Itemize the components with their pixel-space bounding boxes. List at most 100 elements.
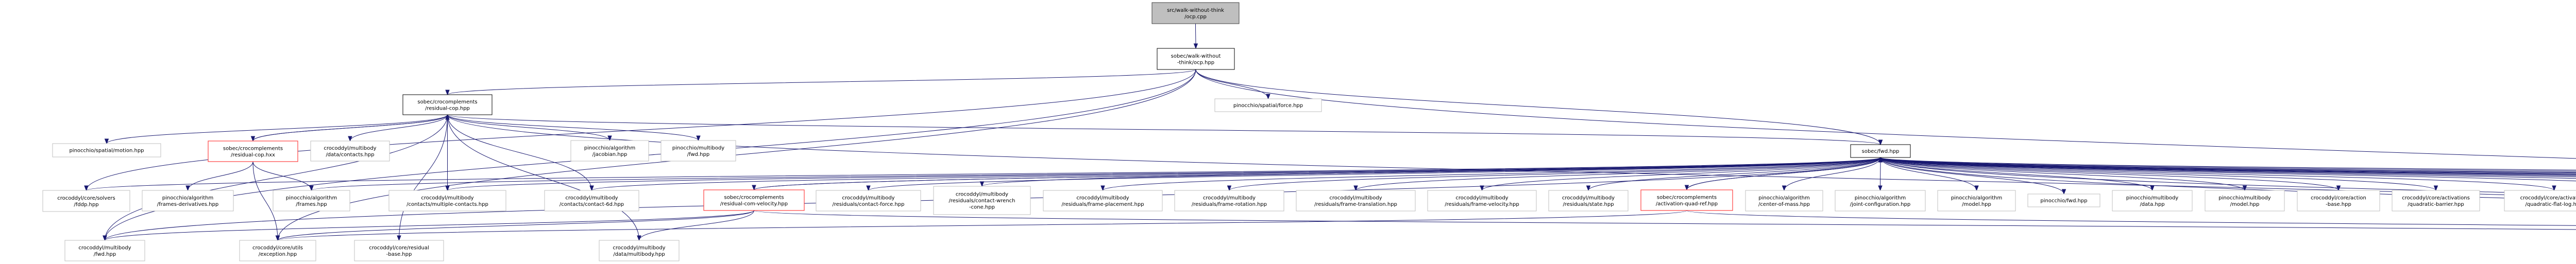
node-data-contacts-hpp[interactable]: crocoddyl/multibody/data/contacts.hpp [310,140,390,162]
edge-residual_cop_hpp-to-cm_fwd_hpp [105,114,448,241]
arrowhead-icon [1353,185,1358,191]
node-res-frame-velocity-hpp[interactable]: crocoddyl/multibody/residuals/frame-velo… [1427,190,1537,212]
node-box[interactable] [1043,190,1163,212]
node-box[interactable] [1296,190,1416,212]
node-label-line: /frames.hpp [296,202,327,207]
node-pin-mb-model-hpp[interactable]: pinocchio/multibody/model.hpp [2205,190,2285,212]
node-pin-mb-fwd-hpp[interactable]: pinocchio/multibody/fwd.hpp [660,140,736,162]
node-fddp-hpp[interactable]: crocoddyl/core/solvers/fddp.hpp [42,190,130,212]
node-box[interactable] [2504,190,2576,212]
node-label-line: /residuals/frame-velocity.hpp [1445,202,1519,207]
node-box[interactable] [599,240,680,261]
node-box[interactable] [273,190,350,212]
node-box[interactable] [1937,190,2016,212]
node-box[interactable] [2205,190,2285,212]
node-box[interactable] [816,190,921,212]
edge-sobec_fwd_hpp-to-cm_frames_hpp [1880,157,2576,173]
node-res-frame-placement-hpp[interactable]: crocoddyl/multibody/residuals/frame-plac… [1043,190,1163,212]
edge-activation_quad_ref_hpp-to-core_fwd_hpp [1686,210,2576,226]
node-box[interactable] [1427,190,1537,212]
node-box[interactable] [42,190,130,212]
node-box[interactable] [1151,2,1240,24]
node-quad-flat-log-hpp[interactable]: crocoddyl/core/activations/quadratic-fla… [2504,190,2576,212]
node-res-state-hpp[interactable]: crocoddyl/multibody/residuals/state.hpp [1548,190,1629,212]
node-residual-cop-hxx[interactable]: sobec/crocomplements/residual-cop.hxx [208,140,298,162]
node-pin-mb-data-hpp[interactable]: pinocchio/multibody/data.hpp [2112,190,2193,212]
node-ocp-cpp[interactable]: src/walk-without-think/ocp.cpp [1151,2,1240,24]
node-res-wrench-cone-hpp[interactable]: crocoddyl/multibody/residuals/contact-wr… [933,186,1031,215]
edge-ocp_hpp-to-sobec_fwd_hpp [1195,69,1881,145]
node-res-contact-force-hpp[interactable]: crocoddyl/multibody/residuals/contact-fo… [816,190,921,212]
node-box[interactable] [660,140,736,162]
node-contact6d-hpp[interactable]: crocoddyl/multibody/contacts/contact-6d.… [544,190,639,212]
arrowhead-icon [185,185,190,191]
edge-sobec_fwd_hpp-to-smooth_1norm_hpp [1880,157,2576,182]
node-box[interactable] [2297,190,2380,212]
node-label-line: pinocchio/algorithm [1855,195,1906,201]
node-box[interactable] [402,94,493,115]
node-label-line: sobec/walk-without [1171,54,1221,59]
node-frames-deriv-hpp[interactable]: pinocchio/algorithm/frames-derivatives.h… [142,190,234,212]
node-box[interactable] [52,143,161,157]
node-force-hpp[interactable]: pinocchio/spatial/force.hpp [1214,98,1322,112]
node-residual-base-hpp[interactable]: crocoddyl/core/residual-base.hpp [354,240,444,261]
node-box[interactable] [2392,190,2480,212]
node-action-base-hpp[interactable]: crocoddyl/core/action-base.hpp [2297,190,2380,212]
node-box[interactable] [142,190,234,212]
node-jacobian-hpp[interactable]: pinocchio/algorithm/jacobian.hpp [570,140,649,162]
node-res-frame-rotation-hpp[interactable]: crocoddyl/multibody/residuals/frame-rota… [1174,190,1284,212]
node-pin-fwd-hpp[interactable]: pinocchio/fwd.hpp [2027,193,2100,207]
node-box[interactable] [239,240,316,261]
node-box[interactable] [1640,189,1733,211]
edge-sobec_fwd_hpp-to-euler_hpp [1880,157,2576,178]
node-label-line: /residuals/contact-force.hpp [833,202,905,207]
node-box[interactable] [544,190,639,212]
node-label-line: /quadratic-flat-log.hpp [2526,202,2576,207]
node-residual-com-vel-hpp[interactable]: sobec/crocomplements/residual-com-veloci… [703,189,805,211]
node-label-line: pinocchio/multibody [2126,195,2179,201]
node-box[interactable] [64,240,145,261]
node-label-line: pinocchio/fwd.hpp [2040,198,2087,204]
node-activation-quad-ref-hpp[interactable]: sobec/crocomplements/activation-quad-ref… [1640,189,1733,211]
node-label-line: sobec/crocomplements [724,195,784,200]
node-data-multibody-hpp[interactable]: crocoddyl/multibody/data/multibody.hpp [599,240,680,261]
node-motion-hpp[interactable]: pinocchio/spatial/motion.hpp [52,143,161,157]
edge-residual_com_vel_hpp-to-data_multibody_hpp [639,210,754,241]
node-center-of-mass-hpp[interactable]: pinocchio/algorithm/center-of-mass.hpp [1745,190,1823,212]
node-exception-hpp[interactable]: crocoddyl/core/utils/exception.hpp [239,240,316,261]
node-label-line: crocoddyl/multibody [1562,195,1615,201]
node-sobec-fwd-hpp[interactable]: sobec/fwd.hpp [1850,144,1911,158]
node-res-frame-translation-hpp[interactable]: crocoddyl/multibody/residuals/frame-tran… [1296,190,1416,212]
node-box[interactable] [1745,190,1823,212]
arrowhead-icon [752,185,756,191]
node-box[interactable] [388,190,506,212]
node-label-line: /joint-configuration.hpp [1850,202,1910,207]
node-joint-config-hpp[interactable]: pinocchio/algorithm/joint-configuration.… [1835,190,1926,212]
node-box[interactable] [933,186,1031,215]
node-quad-barrier-hpp[interactable]: crocoddyl/core/activations/quadratic-bar… [2392,190,2480,212]
arrowhead-icon [637,235,641,241]
node-cm-fwd-hpp[interactable]: crocoddyl/multibody/fwd.hpp [64,240,145,261]
node-box[interactable] [1835,190,1926,212]
node-residual-cop-hpp[interactable]: sobec/crocomplements/residual-cop.hpp [402,94,493,115]
node-box[interactable] [310,140,390,162]
node-box[interactable] [2112,190,2193,212]
node-pin-alg-model-hpp[interactable]: pinocchio/algorithm/model.hpp [1937,190,2016,212]
node-box[interactable] [1157,48,1235,70]
node-box[interactable] [570,140,649,162]
arrowhead-icon [2242,185,2247,191]
node-box[interactable] [354,240,444,261]
node-box[interactable] [208,140,298,162]
node-box[interactable] [703,189,805,211]
node-box[interactable] [1548,190,1629,212]
node-pin-frames-hpp[interactable]: pinocchio/algorithm/frames.hpp [273,190,350,212]
node-ocp-hpp[interactable]: sobec/walk-without-think/ocp.hpp [1157,48,1235,70]
edge-sobec_fwd_hpp-to-res_control_hpp [1880,157,2576,175]
node-box[interactable] [1174,190,1284,212]
node-box[interactable] [1850,144,1911,158]
node-box[interactable] [2027,193,2100,207]
node-multiple-contacts-hpp[interactable]: crocoddyl/multibody/contacts/multiple-co… [388,190,506,212]
node-label-line: /residual-com-velocity.hpp [720,201,788,207]
node-box[interactable] [1214,98,1322,112]
edge-residual_cop_hpp-to-jacobian_hpp [447,114,610,141]
